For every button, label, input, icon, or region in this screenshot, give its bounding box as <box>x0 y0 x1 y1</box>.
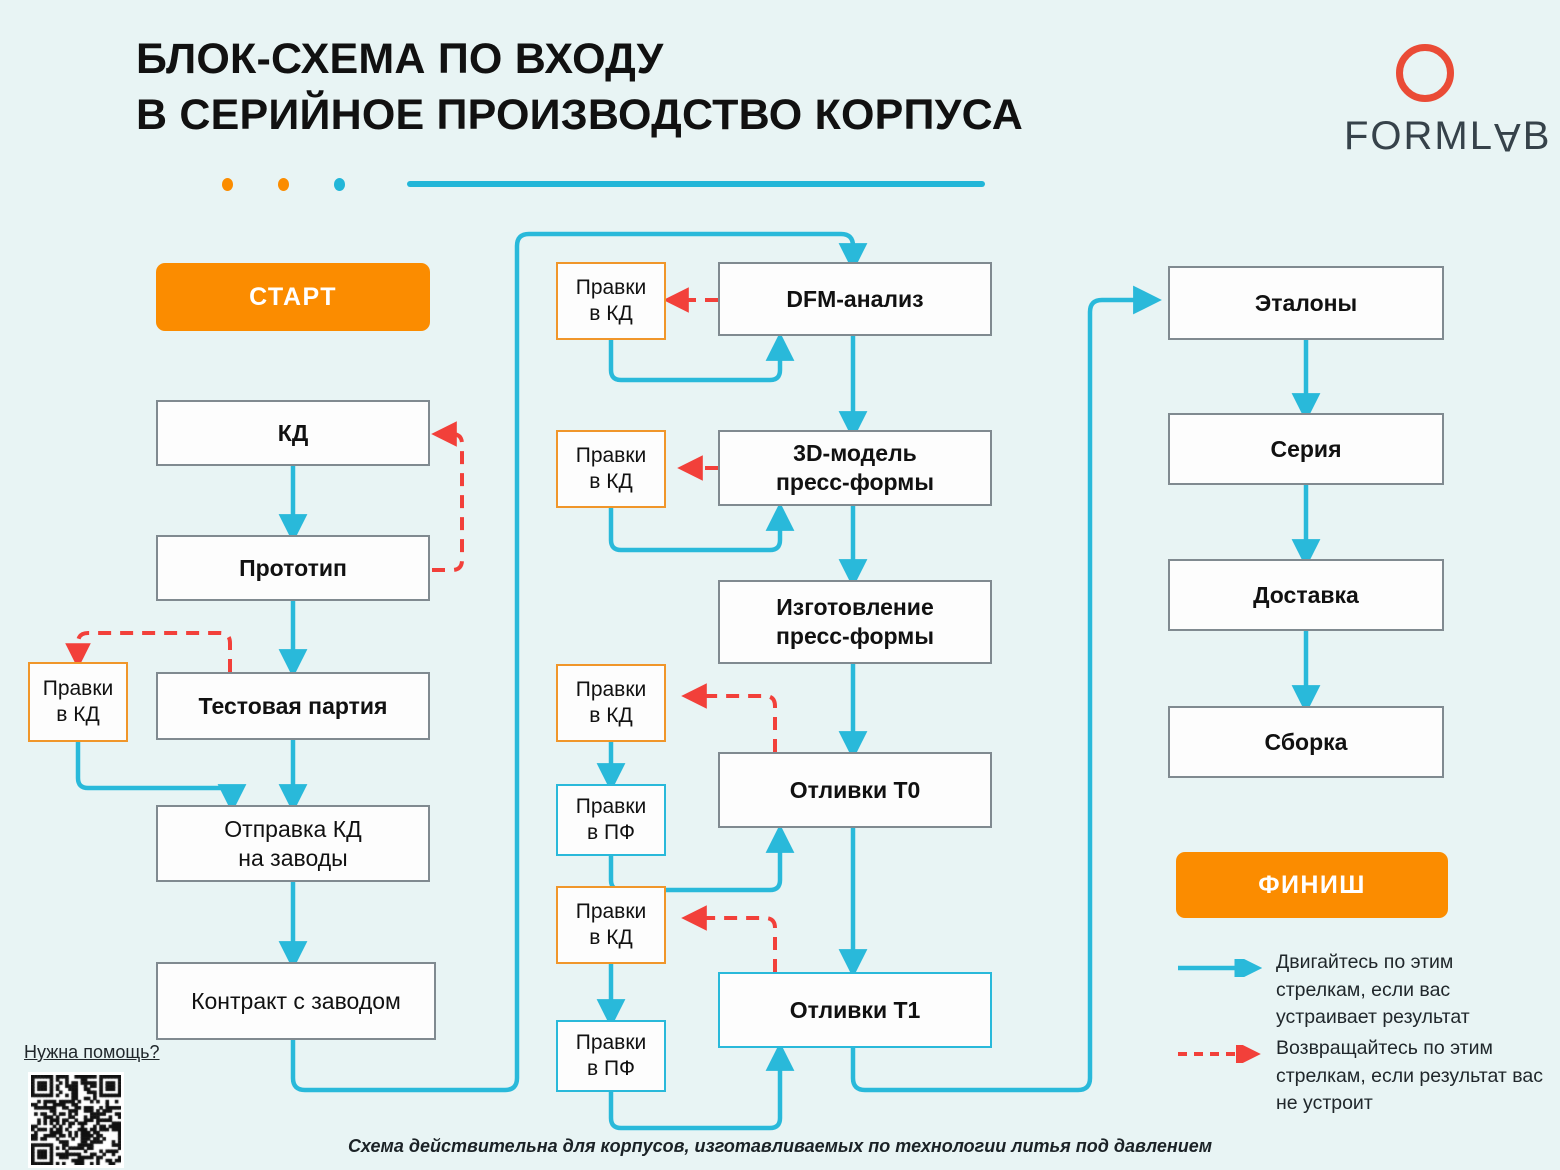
node-edits-pf-t0-line2: в ПФ <box>586 821 636 844</box>
accent-dot-1 <box>222 178 233 191</box>
node-send-kd[interactable]: Отправка КД на заводы <box>156 805 430 882</box>
node-dfm-analysis[interactable]: DFM-анализ <box>718 262 992 336</box>
node-edits-pf-t0[interactable]: Правки в ПФ <box>556 784 666 856</box>
node-edits-kd-t0-line1: Правки <box>575 677 647 701</box>
solid-cyan-arrow-icon <box>1178 959 1262 977</box>
node-edits-kd-model[interactable]: Правки в КД <box>556 430 666 508</box>
node-edits-kd-left-line1: Правки <box>42 676 114 700</box>
node-edits-kd-dfm-line1: Правки <box>575 275 647 299</box>
formlab-logo: FORMLAB <box>1344 44 1549 164</box>
node-edits-pf-t1-line2: в ПФ <box>586 1057 636 1080</box>
node-assembly[interactable]: Сборка <box>1168 706 1444 778</box>
node-edits-pf-t0-line1: Правки <box>575 794 647 818</box>
node-test-batch[interactable]: Тестовая партия <box>156 672 430 740</box>
legend-forward-text: Двигайтесь по этим стрелкам, если вас ус… <box>1276 951 1470 1029</box>
accent-bar <box>407 181 985 187</box>
start-pill: СТАРТ <box>156 263 430 331</box>
node-castings-t0[interactable]: Отливки Т0 <box>718 752 992 828</box>
node-mold-manufacturing-line2: пресс-формы <box>776 623 934 649</box>
page-title: БЛОК-СХЕМА ПО ВХОДУ В СЕРИЙНОЕ ПРОИЗВОДС… <box>136 32 1136 144</box>
need-help-link[interactable]: Нужна помощь? <box>24 1042 160 1062</box>
qr-code[interactable] <box>28 1072 124 1168</box>
dashed-red-arrow-icon <box>1178 1045 1261 1063</box>
node-edits-kd-t0[interactable]: Правки в КД <box>556 664 666 742</box>
node-edits-kd-left-line2: в КД <box>56 703 100 726</box>
node-3d-model-line1: 3D-модель <box>793 440 917 467</box>
node-castings-t1-label: Отливки Т1 <box>789 996 921 1023</box>
node-kd[interactable]: КД <box>156 400 430 466</box>
node-send-kd-line1: Отправка КД <box>224 815 362 842</box>
logo-wordmark: FORMLAB <box>1344 114 1549 159</box>
node-prototype[interactable]: Прототип <box>156 535 430 601</box>
logo-wordmark-post: B <box>1522 114 1552 158</box>
legend-backward-text: Возвращайтесь по этим стрелкам, если рез… <box>1276 1037 1543 1115</box>
page-title-line1: БЛОК-СХЕМА ПО ВХОДУ <box>136 35 664 83</box>
node-dfm-analysis-label: DFM-анализ <box>786 285 924 312</box>
node-edits-pf-t1[interactable]: Правки в ПФ <box>556 1020 666 1092</box>
title-accent-rule <box>222 176 985 192</box>
node-delivery[interactable]: Доставка <box>1168 559 1444 631</box>
node-castings-t1[interactable]: Отливки Т1 <box>718 972 992 1048</box>
legend-row-forward: Двигайтесь по этим стрелкам, если вас ус… <box>1176 951 1546 1028</box>
node-castings-t0-label: Отливки Т0 <box>789 776 921 803</box>
page-title-line2: В СЕРИЙНОЕ ПРОИЗВОДСТВО КОРПУСА <box>136 90 1024 139</box>
node-assembly-label: Сборка <box>1264 728 1348 755</box>
node-etalons[interactable]: Эталоны <box>1168 266 1444 340</box>
node-series-label: Серия <box>1270 435 1342 462</box>
node-edits-pf-t1-line1: Правки <box>575 1030 647 1054</box>
node-send-kd-line2: на заводы <box>238 844 348 871</box>
node-edits-kd-dfm-line2: в КД <box>589 302 633 325</box>
node-etalons-label: Эталоны <box>1254 289 1358 316</box>
node-edits-kd-t0-line2: в КД <box>589 704 633 727</box>
node-3d-model[interactable]: 3D-модель пресс-формы <box>718 430 992 506</box>
node-edits-kd-left[interactable]: Правки в КД <box>28 662 128 742</box>
logo-wordmark-pre: FORML <box>1344 114 1494 158</box>
logo-wordmark-inverted-a: A <box>1494 115 1523 159</box>
top-stripe-band <box>0 0 1560 30</box>
footnote: Схема действительна для корпусов, изгота… <box>347 1136 1213 1156</box>
circle-icon <box>1396 44 1454 102</box>
node-mold-manufacturing[interactable]: Изготовление пресс-формы <box>718 580 992 664</box>
node-edits-kd-model-line1: Правки <box>575 443 647 467</box>
node-prototype-label: Прототип <box>239 554 347 581</box>
node-delivery-label: Доставка <box>1253 581 1359 608</box>
node-3d-model-line2: пресс-формы <box>776 469 934 495</box>
node-edits-kd-model-line2: в КД <box>589 470 633 493</box>
node-test-batch-label: Тестовая партия <box>198 692 388 719</box>
node-mold-manufacturing-line1: Изготовление <box>776 594 934 621</box>
node-edits-kd-dfm[interactable]: Правки в КД <box>556 262 666 340</box>
finish-pill: ФИНИШ <box>1176 852 1448 918</box>
legend: Двигайтесь по этим стрелкам, если вас ус… <box>1176 951 1546 1127</box>
finish-pill-label: ФИНИШ <box>1258 870 1366 899</box>
node-edits-kd-t1-line2: в КД <box>589 926 633 949</box>
node-kd-label: КД <box>277 419 309 446</box>
node-series[interactable]: Серия <box>1168 413 1444 485</box>
legend-row-backward: Возвращайтесь по этим стрелкам, если рез… <box>1176 1037 1546 1114</box>
start-pill-label: СТАРТ <box>249 282 337 311</box>
accent-dot-2 <box>278 178 289 191</box>
node-contract-label: Контракт с заводом <box>191 987 401 1014</box>
node-edits-kd-t1-line1: Правки <box>575 899 647 923</box>
node-contract[interactable]: Контракт с заводом <box>156 962 436 1040</box>
node-edits-kd-t1[interactable]: Правки в КД <box>556 886 666 964</box>
accent-dot-3 <box>334 178 345 191</box>
